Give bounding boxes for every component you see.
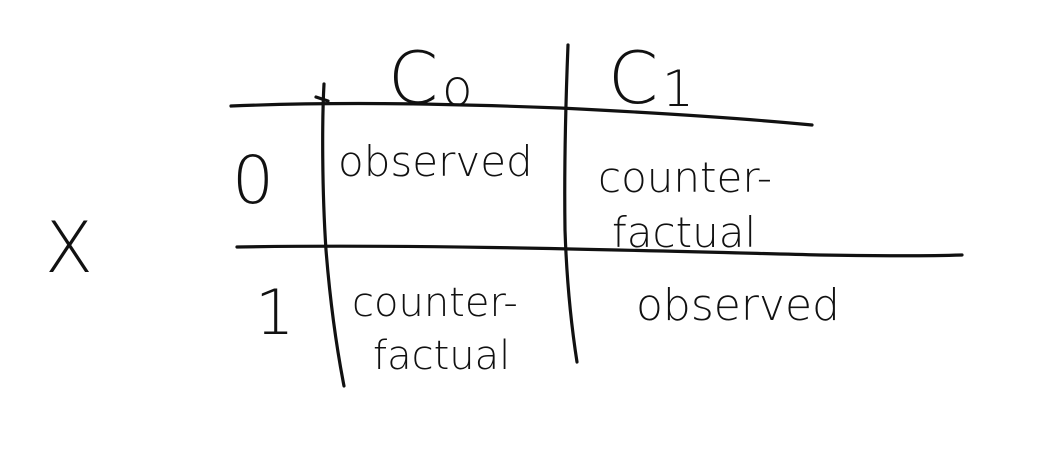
cell-0-c1-line-1: counter- (598, 153, 772, 202)
grid-line-top (229, 101, 814, 127)
cell-1-c0-line-1: counter- (352, 280, 518, 326)
row-label-1: 1 (255, 276, 294, 349)
column-header-c0-subscript: o (442, 59, 473, 117)
cell-0-c0: observed (338, 137, 533, 186)
column-header-c1-letter: C (608, 36, 658, 120)
column-header-c0: C o (388, 36, 473, 120)
grid-line-right (563, 43, 579, 364)
grid-line-left (321, 82, 346, 388)
cell-1-c0: counter- factual (352, 280, 518, 379)
cell-0-c1-line-2: factual (612, 208, 756, 257)
cell-1-c1: observed (636, 280, 840, 331)
row-label-0: 0 (232, 142, 274, 219)
column-header-c0-letter: C (388, 36, 438, 120)
column-header-c1-subscript: 1 (662, 60, 694, 118)
table-grid (229, 43, 964, 388)
cell-0-c1: counter- factual (598, 153, 772, 257)
row-variable-label: X (45, 207, 93, 289)
grid-line-middle (235, 244, 964, 258)
column-header-c1: C 1 (608, 36, 694, 120)
grid-line-left-tick (314, 95, 330, 103)
cell-1-c0-line-2: factual (373, 333, 510, 379)
